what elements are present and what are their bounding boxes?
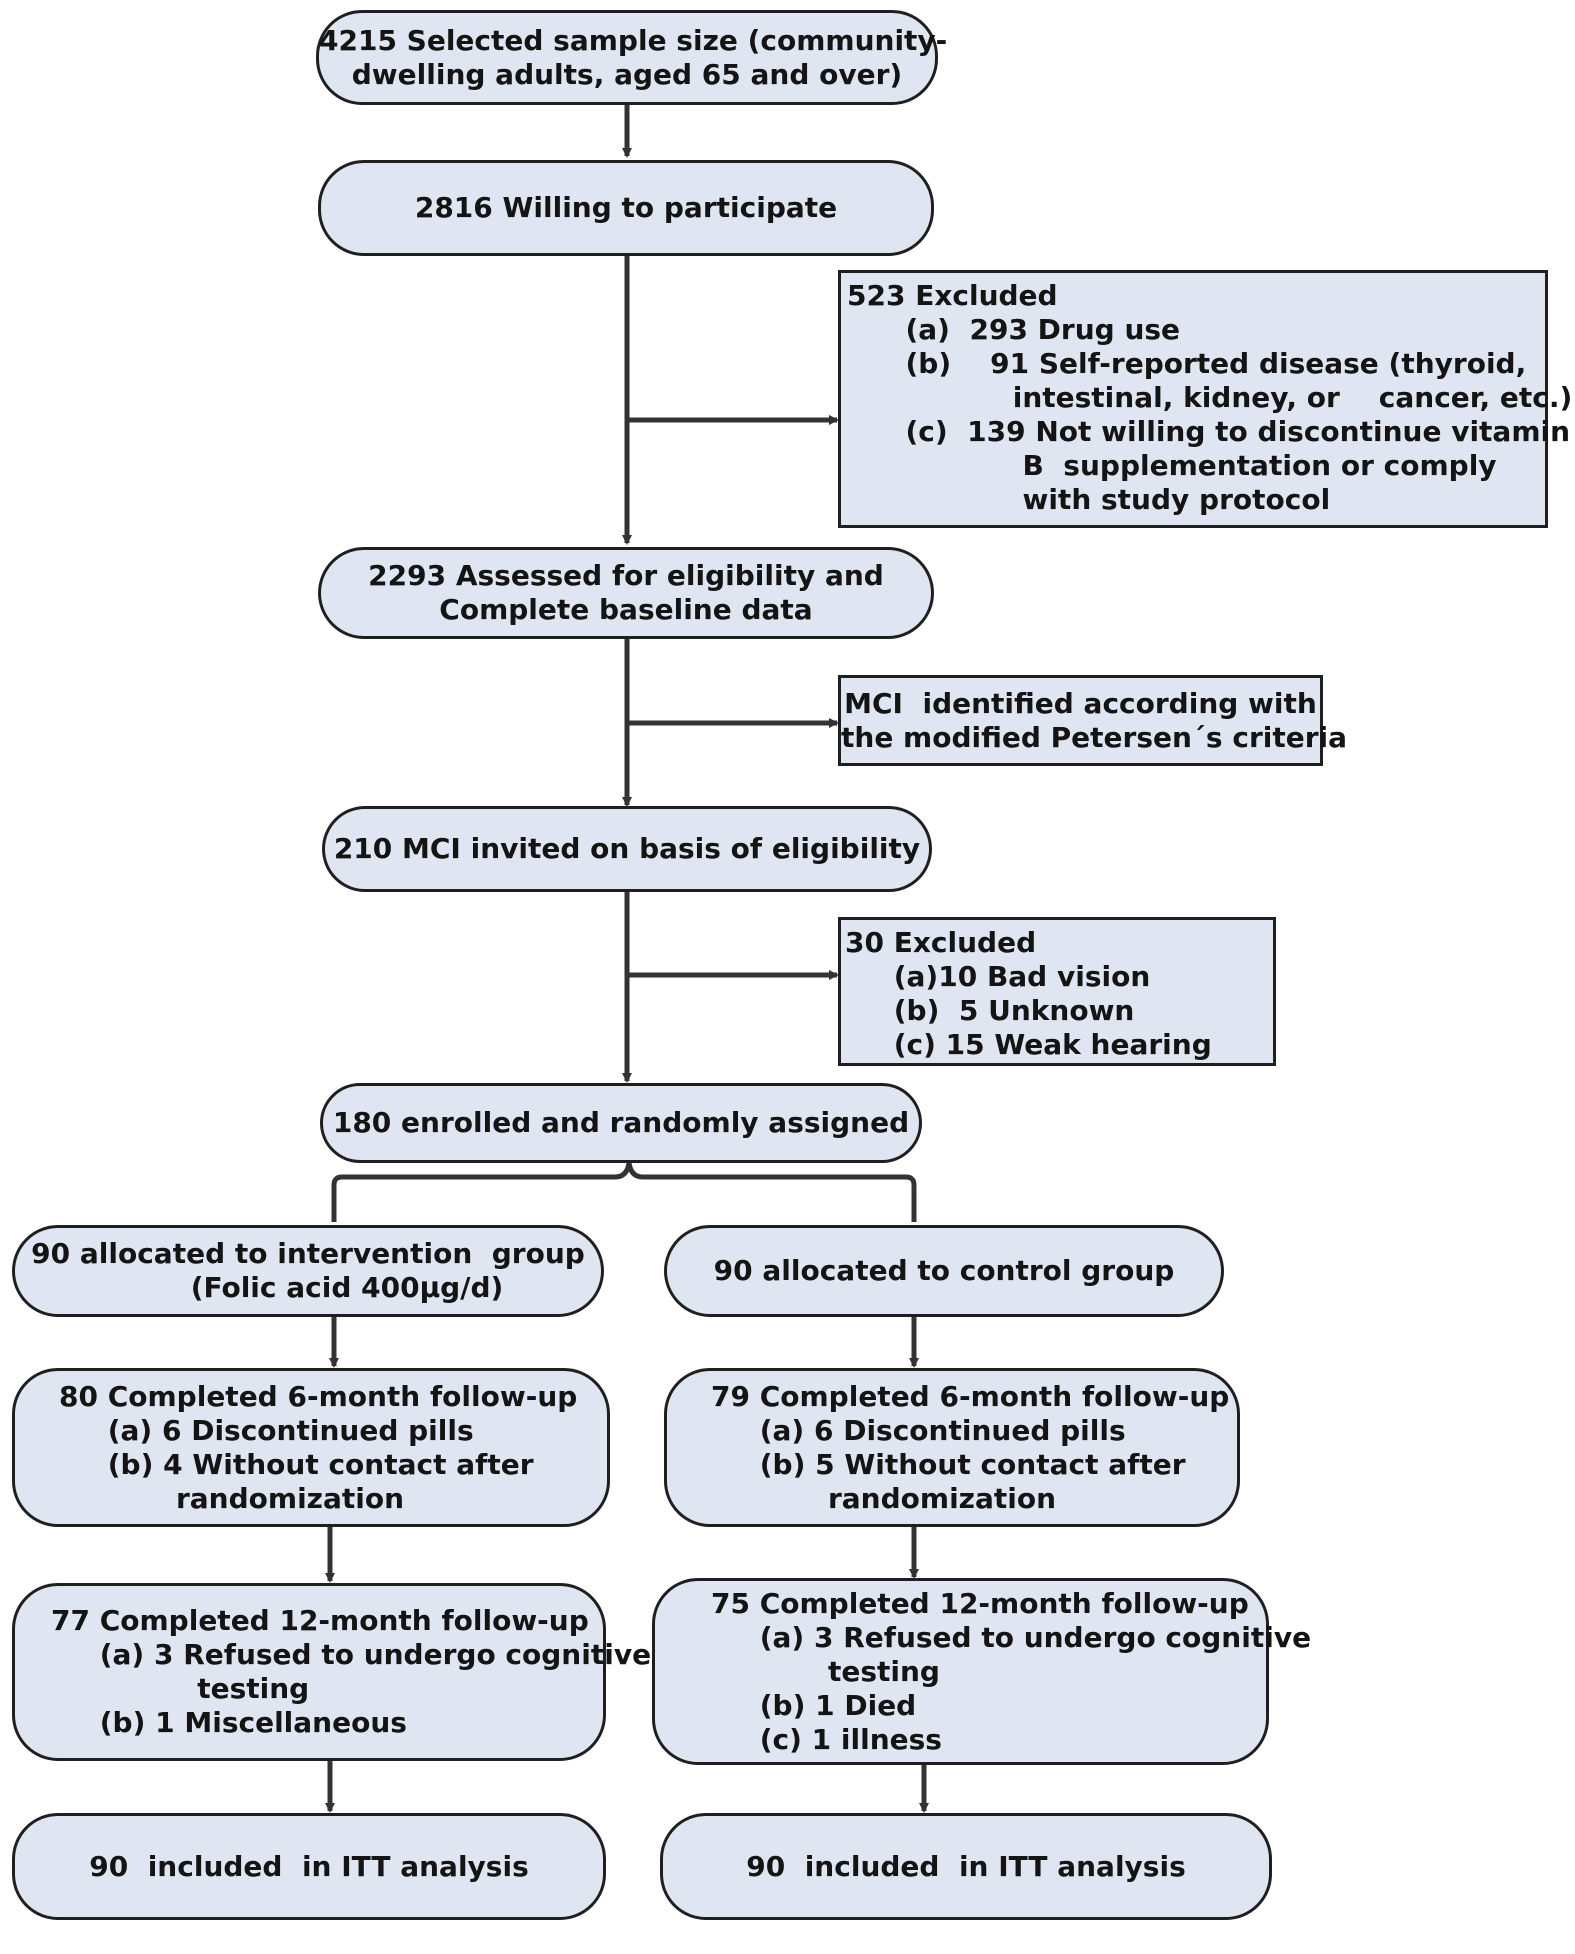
node-text: the modiﬁed Petersen´s criteria [841,721,1348,754]
node-text: 77 Completed 12-month follow-up [51,1604,589,1637]
node-text: (c) 1 illness [711,1722,942,1756]
node-text: (a) 3 Refused to undergo cognitive [51,1638,652,1671]
node-text: (b) 91 Self-reported disease (thyroid, [847,347,1527,380]
node-text: (a) 6 Discontinued pills [59,1413,474,1447]
node-text: (c) 139 Not willing to discontinue vitam… [847,415,1571,448]
node-control-12-month: 75 Completed 12-month follow-up (a) 3 Re… [652,1578,1312,1765]
node-text: randomization [59,1481,405,1515]
node-text: (a)10 Bad vision [845,960,1151,993]
node-text: B supplementation or comply [847,449,1497,482]
node-text: intestinal, kidney, or cancer, etc.) [847,381,1573,414]
node-text: 523 Excluded [847,279,1058,312]
node-text: 4215 Selected sample size (community- [319,23,948,57]
node-text: 75 Completed 12-month follow-up [711,1586,1249,1620]
node-text: 30 Excluded [845,926,1037,959]
node-text: with study protocol [847,483,1331,516]
node-control-6-month: 79 Completed 6-month follow-up (a) 6 Dis… [664,1368,1240,1527]
node-excluded-30: 30 Excluded (a)10 Bad vision (b) 5 Unkno… [838,917,1276,1066]
node-text: Complete baseline data [439,593,813,626]
node-text: (a) 293 Drug use [847,313,1181,346]
node-text: 2816 Willing to participate [414,191,838,224]
node-control-itt: 90 included in ITT analysis [660,1813,1272,1920]
node-text: testing [711,1654,940,1688]
node-text: (b) 4 Without contact after [59,1447,534,1481]
node-text: MCI identified according with [844,687,1317,720]
node-text: 80 Completed 6-month follow-up [59,1379,578,1413]
node-text: 79 Completed 6-month follow-up [711,1379,1230,1413]
node-mci-identified: MCI identified according with the modiﬁe… [838,675,1348,766]
node-text: (a) 6 Discontinued pills [711,1413,1126,1447]
node-text: 90 included in ITT analysis [746,1849,1186,1883]
node-excluded-523: 523 Excluded (a) 293 Drug use (b) 91 Sel… [838,270,1573,528]
node-text: (Folic acid 400μg/d) [112,1271,504,1304]
node-intervention-12-month: 77 Completed 12-month follow-up (a) 3 Re… [12,1583,652,1761]
node-text: testing [51,1672,310,1705]
node-text: 180 enrolled and randomly assigned [332,1106,910,1139]
node-text: (c) 15 Weak hearing [845,1028,1212,1061]
randomization-brace [331,1162,917,1222]
node-text: 210 MCI invited on basis of eligibility [333,832,921,865]
node-text: (b) 1 Miscellaneous [51,1706,407,1739]
node-text: 90 allocated to intervention group [31,1237,585,1270]
node-text: (b) 5 Without contact after [711,1447,1186,1481]
node-text: randomization [711,1481,1057,1515]
node-text: 2293 Assessed for eligibility and [368,559,884,592]
node-willing: 2816 Willing to participate [318,160,934,256]
node-selected-sample: 4215 Selected sample size (community- dw… [316,10,948,105]
node-text: (a) 3 Refused to undergo cognitive [711,1620,1312,1654]
node-text: (b) 5 Unknown [845,994,1135,1027]
node-mci-invited: 210 MCI invited on basis of eligibility [322,806,932,892]
node-text: (b) 1 Died [711,1688,917,1722]
node-text: 90 included in ITT analysis [89,1849,529,1883]
node-allocated-intervention: 90 allocated to intervention group (Foli… [12,1225,604,1317]
node-enrolled: 180 enrolled and randomly assigned [320,1083,922,1163]
node-allocated-control: 90 allocated to control group [664,1225,1224,1317]
node-text: 90 allocated to control group [713,1254,1175,1287]
node-assessed: 2293 Assessed for eligibility and Comple… [318,547,934,639]
node-intervention-6-month: 80 Completed 6-month follow-up (a) 6 Dis… [12,1368,610,1527]
node-intervention-itt: 90 included in ITT analysis [12,1813,606,1920]
node-text: dwelling adults, aged 65 and over) [351,57,903,91]
